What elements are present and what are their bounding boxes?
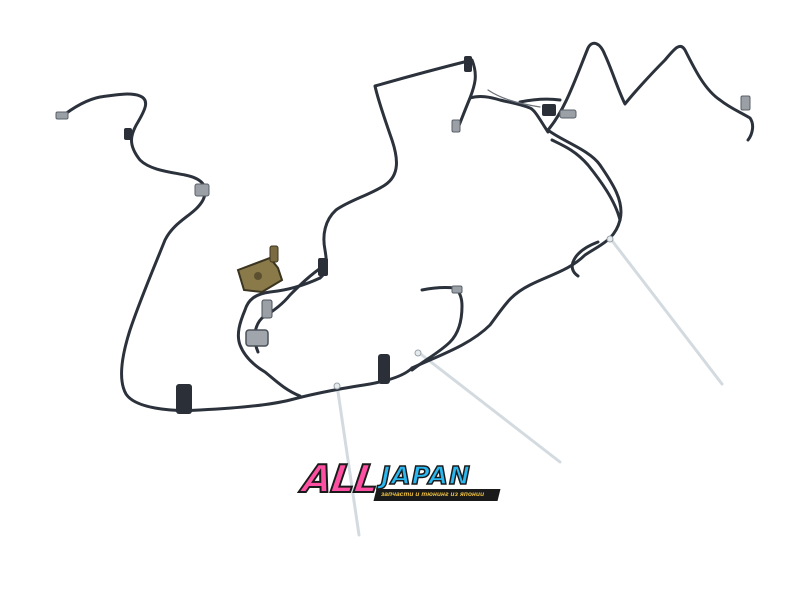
logo-brand-japan: JAPAN <box>380 461 471 491</box>
brake-line <box>518 97 562 104</box>
junction-bracket <box>236 245 284 347</box>
line-fitting <box>194 183 210 197</box>
brake-line <box>236 276 322 398</box>
logo-brand-all: ALL <box>299 456 382 502</box>
brake-line <box>410 128 623 370</box>
hairline-wire <box>487 89 541 108</box>
line-fitting <box>451 285 463 294</box>
clips <box>124 56 556 414</box>
brake-line <box>318 58 477 280</box>
end-fittings <box>55 95 751 294</box>
line-clip <box>542 104 556 116</box>
line-fitting <box>55 111 69 120</box>
line-clip <box>124 128 132 140</box>
brake-line <box>410 286 464 372</box>
brake-lines <box>58 41 755 412</box>
line-clip <box>318 258 328 276</box>
line-clip <box>378 354 390 384</box>
support-rod <box>608 236 724 386</box>
brake-line <box>456 95 550 134</box>
brake-line <box>550 138 622 222</box>
brake-line <box>546 41 755 142</box>
line-clip <box>176 384 192 414</box>
support-rods <box>335 236 724 537</box>
line-fitting <box>451 119 461 133</box>
line-fitting <box>740 95 751 111</box>
line-fitting <box>559 109 577 119</box>
support-rod <box>416 350 562 464</box>
rod-tips <box>333 235 614 390</box>
logo-tagline: запчасти и тюнинг из японии <box>381 491 485 498</box>
all-japan-logo: ALL JAPAN запчасти и тюнинг из японии <box>299 456 505 507</box>
brake-line <box>570 240 600 278</box>
line-clip <box>464 56 472 72</box>
brake-line <box>58 92 414 412</box>
support-rod <box>335 383 361 537</box>
